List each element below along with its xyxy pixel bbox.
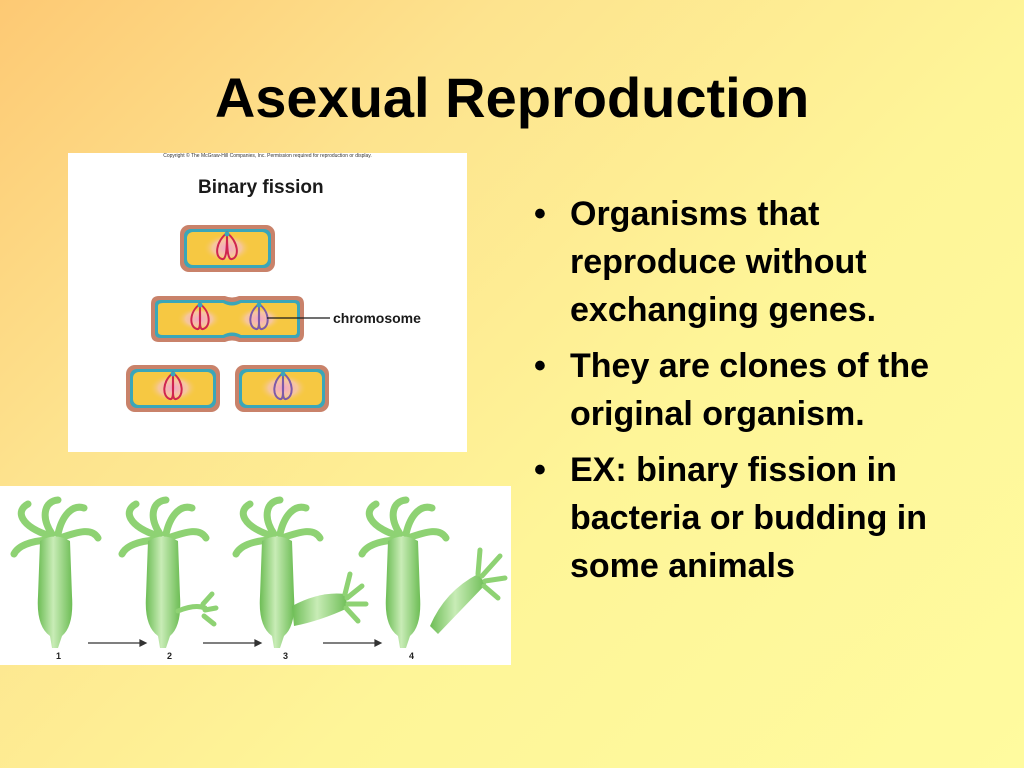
daughter-cell-left: [126, 365, 220, 412]
bullet-dot: •: [534, 347, 546, 385]
hydra-stage-3: [232, 496, 369, 648]
bullet-text: Organisms that reproduce without exchang…: [570, 195, 877, 329]
binary-fission-illustration: [126, 225, 330, 412]
chromosome-label: chromosome: [333, 310, 421, 326]
binary-fission-figure: Copyright © The McGraw-Hill Companies, I…: [68, 153, 467, 452]
stage-number-4: 4: [409, 651, 415, 661]
bullet-list: • Organisms that reproduce without excha…: [530, 190, 940, 598]
hydra-stage-2: [118, 496, 219, 648]
figure-heading: Binary fission: [198, 177, 324, 198]
bullet-text: EX: binary fission in bacteria or buddin…: [570, 451, 928, 585]
copyright-notice: Copyright © The McGraw-Hill Companies, I…: [163, 153, 372, 159]
bullet-item: • Organisms that reproduce without excha…: [530, 190, 940, 334]
bullet-text: They are clones of the original organism…: [570, 347, 929, 433]
stage-number-3: 3: [283, 651, 289, 661]
hydra-budding-illustration: [10, 496, 508, 648]
bullet-item: • EX: binary fission in bacteria or budd…: [530, 446, 940, 590]
cell-stage-2: [151, 296, 330, 342]
daughter-cell-right: [235, 365, 329, 412]
bullet-dot: •: [534, 451, 546, 489]
hydra-stage-4: [358, 496, 508, 648]
bullet-item: • They are clones of the original organi…: [530, 342, 940, 438]
hydra-stage-1: [10, 496, 102, 648]
slide-title: Asexual Reproduction: [214, 66, 810, 129]
cell-stage-1: [180, 225, 275, 272]
budding-figure: 1 2 3 4: [0, 486, 511, 665]
bullet-dot: •: [534, 195, 546, 233]
stage-number-1: 1: [56, 651, 62, 661]
stage-number-2: 2: [167, 651, 173, 661]
stage-arrows: [88, 639, 383, 647]
